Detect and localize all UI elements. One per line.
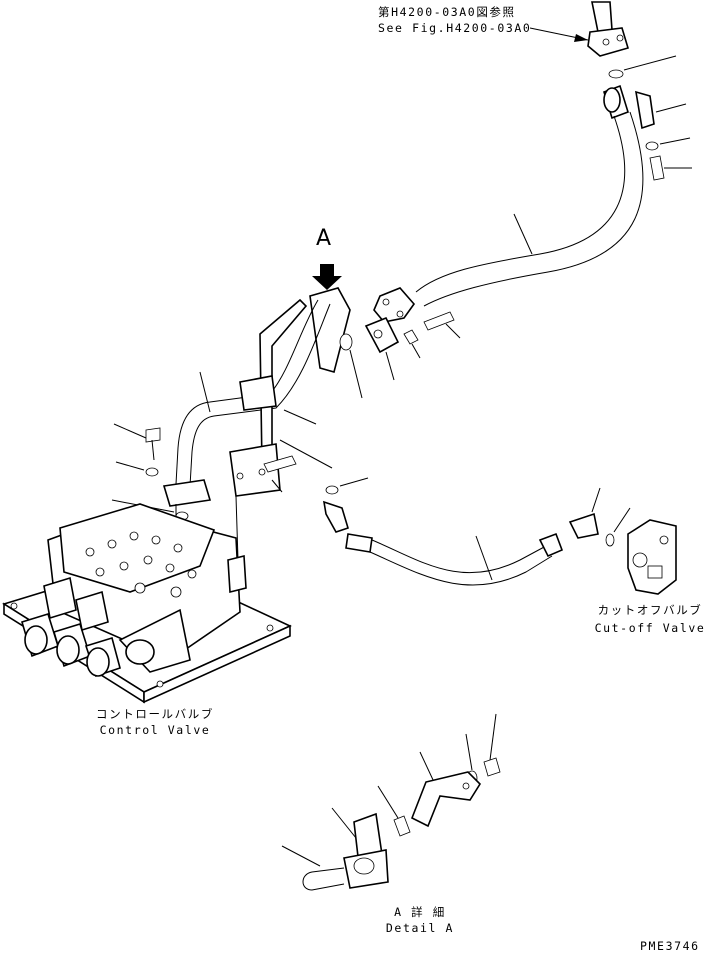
hose-top-fitting bbox=[603, 84, 692, 181]
rigid-pipe bbox=[162, 287, 363, 507]
small-hose bbox=[279, 439, 564, 586]
detail-a-label-en: Detail A bbox=[385, 921, 455, 935]
large-hose bbox=[415, 111, 644, 307]
control-valve-label-jp: コントロールバルブ bbox=[96, 707, 214, 721]
cutoff-valve-label-en: Cut-off Valve bbox=[594, 621, 706, 635]
o-ring-top bbox=[608, 55, 677, 79]
detail-a-drawing bbox=[281, 713, 501, 891]
pipe-bracket bbox=[229, 298, 317, 497]
hose-bottom-fitting bbox=[364, 287, 461, 381]
bracket-bolt bbox=[235, 455, 297, 561]
reference-label-en: See Fig.H4200-03A0 bbox=[378, 21, 532, 35]
detail-a-label-jp: A 詳 細 bbox=[394, 905, 446, 919]
reference-label-jp: 第H4200-03A0図参照 bbox=[378, 5, 516, 19]
control-valve-drawing bbox=[2, 503, 292, 704]
cutoff-valve-label-jp: カットオフバルブ bbox=[597, 603, 703, 617]
view-arrow-a bbox=[312, 264, 342, 290]
control-valve-label-en: Control Valve bbox=[99, 723, 211, 737]
arrow-a-label: A bbox=[316, 226, 332, 251]
upper-pipe-reference bbox=[529, 1, 629, 57]
figure-code: PME3746 bbox=[640, 939, 700, 953]
cutoff-valve-drawing bbox=[568, 487, 677, 595]
